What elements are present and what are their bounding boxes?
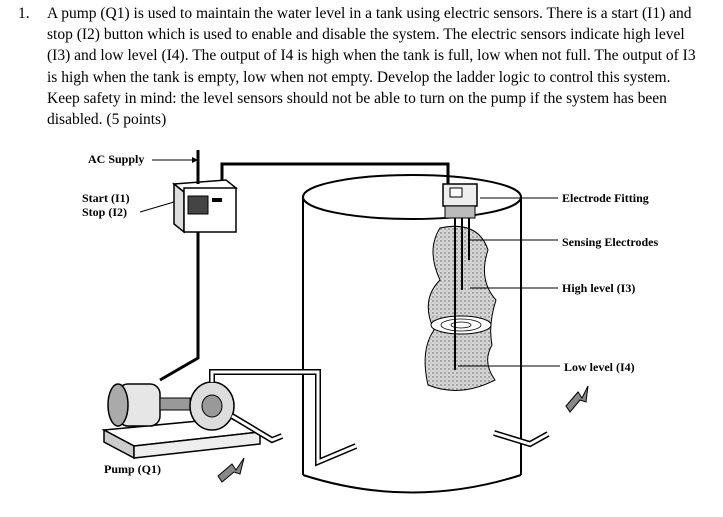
question-text: A pump (Q1) is used to maintain the wate…: [47, 5, 696, 129]
tank-cutaway: [424, 225, 497, 391]
inlet-arrow-icon: [217, 457, 245, 483]
label-pump: Pump (Q1): [104, 462, 161, 476]
diagram-drawing: [101, 150, 589, 494]
pump: [101, 381, 263, 460]
piping: [209, 369, 550, 467]
tank-pump-diagram: AC Supply Start (I1) Stop (I2) Electrode…: [0, 140, 723, 517]
label-high-level: High level (I3): [562, 281, 636, 295]
control-box: [172, 179, 238, 234]
label-start: Start (I1): [82, 191, 130, 205]
label-sensing-electrodes: Sensing Electrodes: [562, 235, 659, 249]
label-low-level: Low level (I4): [564, 360, 635, 374]
label-electrode-fitting: Electrode Fitting: [562, 191, 649, 205]
question-number: 1.: [18, 5, 30, 22]
sensing-electrodes: [454, 218, 470, 370]
outlet-arrow-icon: [565, 385, 589, 413]
electrode-fitting: [442, 183, 478, 219]
label-ac-supply: AC Supply: [88, 152, 145, 166]
label-stop: Stop (I2): [82, 205, 128, 219]
